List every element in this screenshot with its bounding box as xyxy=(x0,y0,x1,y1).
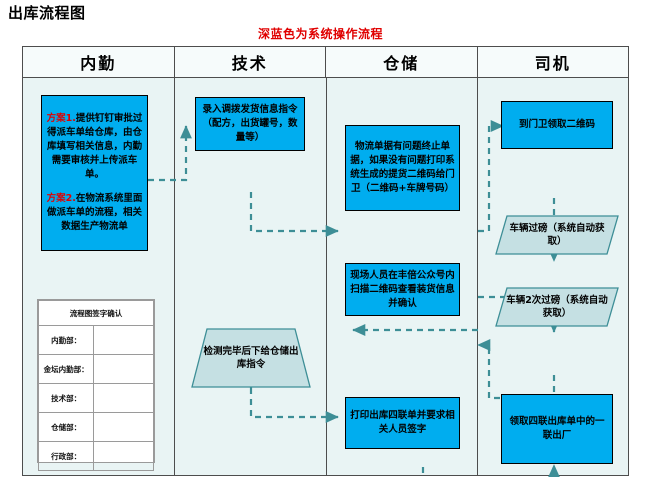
node-siji-getform[interactable]: 领取四联出库单中的一联出厂 xyxy=(501,394,613,464)
signature-table-title: 流程图签字确认 xyxy=(38,300,154,326)
table-row[interactable]: 仓储部： xyxy=(37,412,154,442)
legend-note: 深蓝色为系统操作流程 xyxy=(258,27,384,41)
lane-header-jishu: 技术 xyxy=(175,47,326,77)
signature-table[interactable]: 流程图签字确认 内勤部： 金坛内勤部： 技术部： 仓储部： 行政部： xyxy=(37,299,155,471)
table-row[interactable]: 内勤部： xyxy=(37,325,154,355)
signature-label-xingzheng: 行政部： xyxy=(37,441,95,471)
signature-field-jishu[interactable] xyxy=(93,383,154,413)
lane-cangchu xyxy=(327,78,479,475)
lane-header-row: 内勤 技术 仓储 司机 xyxy=(23,47,628,78)
flowchart-board: 内勤 技术 仓储 司机 方案1.提供钉钉 xyxy=(22,46,629,477)
signature-field-cangchu[interactable] xyxy=(93,412,154,442)
node-siji-weigh2[interactable]: 车辆2次过磅（系统自动获取） xyxy=(495,287,619,327)
table-row[interactable]: 技术部： xyxy=(37,383,154,413)
lane-jishu xyxy=(175,78,327,475)
parallelogram-shape xyxy=(495,287,619,327)
node-jishu-check[interactable]: 检测完毕后下给仓储出库指令 xyxy=(191,328,311,388)
parallelogram-shape xyxy=(495,215,619,255)
signature-field-neiqin[interactable] xyxy=(93,325,154,355)
node-siji-weigh1-label: 车辆过磅（系统自动获取） xyxy=(509,223,605,247)
plan2-tag: 方案2. xyxy=(46,193,76,204)
node-jishu-input[interactable]: 录入调拨发货信息指令（配方，出货罐号，数量等） xyxy=(195,97,305,151)
node-cangchu-scan[interactable]: 现场人员在丰倍公众号内扫描二维码查看装货信息并确认 xyxy=(345,263,460,316)
node-siji-getqr[interactable]: 到门卫领取二维码 xyxy=(501,101,613,149)
lane-header-cangchu: 仓储 xyxy=(326,47,478,77)
signature-label-jintan-neiqin: 金坛内勤部： xyxy=(37,354,95,384)
node-cangchu-qr[interactable]: 物流单据有问题终止单据，如果没有问题打印系统生成的提货二维码给门卫（二维码+车牌… xyxy=(345,125,460,211)
signature-field-jintan-neiqin[interactable] xyxy=(93,354,154,384)
node-siji-weigh2-label: 车辆2次过磅（系统自动获取） xyxy=(506,295,608,319)
signature-header-row: 流程图签字确认 xyxy=(38,300,154,326)
plan2-text: 在物流系统里面做派车单的流程，相关数据生产物流单 xyxy=(46,193,143,232)
signature-label-jishu: 技术部： xyxy=(37,383,95,413)
node-siji-weigh1[interactable]: 车辆过磅（系统自动获取） xyxy=(495,215,619,255)
node-jishu-check-label: 检测完毕后下给仓储出库指令 xyxy=(203,346,299,370)
signature-field-xingzheng[interactable] xyxy=(93,441,154,471)
lane-neiqin xyxy=(23,78,175,475)
node-cangchu-print[interactable]: 打印出库四联单并要求相关人员签字 xyxy=(345,397,460,449)
table-row[interactable]: 行政部： xyxy=(37,441,154,471)
plan1-tag: 方案1. xyxy=(46,113,76,124)
lane-header-siji: 司机 xyxy=(534,54,571,73)
page-title: 出库流程图 xyxy=(8,4,86,22)
table-row[interactable]: 金坛内勤部： xyxy=(37,354,154,384)
node-neiqin-plan[interactable]: 方案1.提供钉钉审批过得派车单给仓库，由仓库填写相关信息，内勤需要审核并上传派车… xyxy=(41,95,148,251)
trapezoid-shape xyxy=(191,328,311,388)
lane-header-neiqin: 内勤 xyxy=(23,47,175,77)
signature-label-cangchu: 仓储部： xyxy=(37,412,95,442)
plan1-text: 提供钉钉审批过得派车单给仓库，由仓库填写相关信息，内勤需要审核并上传派车单。 xyxy=(46,113,143,180)
signature-label-neiqin: 内勤部： xyxy=(37,325,95,355)
